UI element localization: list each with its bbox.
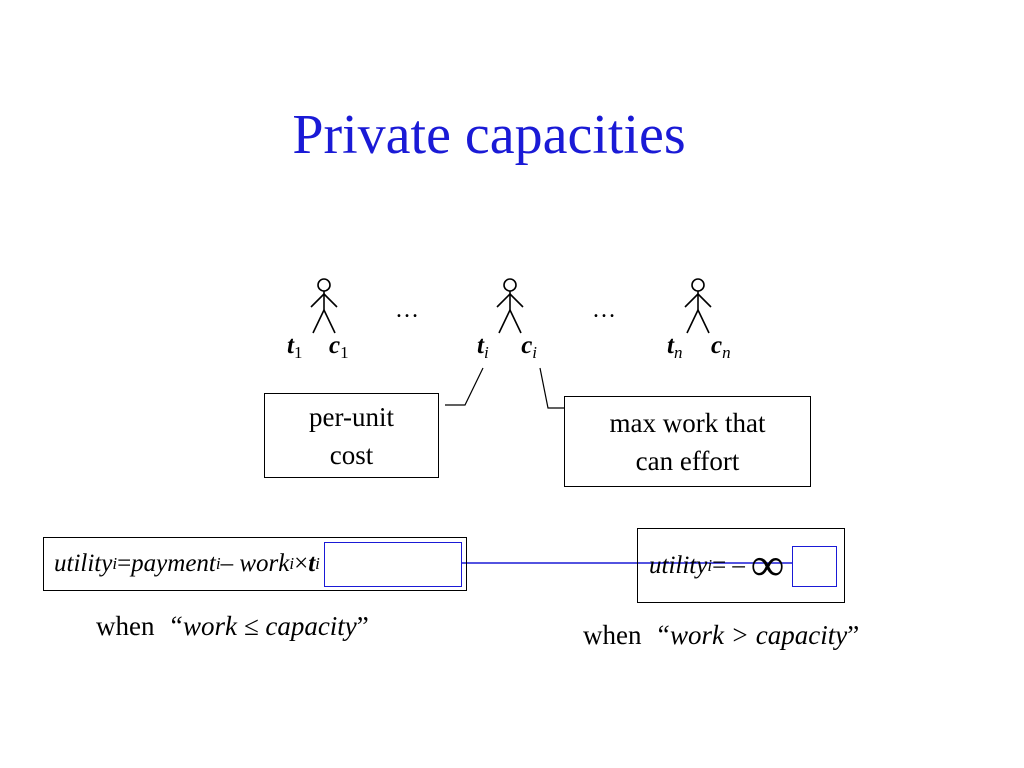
ellipsis-right: … (592, 297, 616, 323)
agent-i-t: t (477, 332, 484, 359)
agent-i-c: c (521, 332, 533, 359)
capacity-callout-line-1: max work that (609, 407, 766, 438)
agent-i-label: ti ci (477, 332, 538, 362)
slide-title: Private capacities (292, 104, 686, 166)
capacity-callout-box: max work that can effort (564, 396, 811, 487)
cost-callout-line-2: cost (329, 439, 374, 470)
agent-n-label: tn cn (667, 332, 731, 362)
infinity-highlight (792, 546, 837, 587)
agent-1-figure (310, 278, 338, 334)
agent-n-c: c (710, 332, 723, 359)
agent-i-figure (496, 278, 524, 334)
cost-callout-line-1: per-unit (309, 401, 394, 432)
cost-callout-line (445, 367, 484, 406)
condition-normal: when “work ≤ capacity” (96, 611, 369, 641)
infinity-symbol: ∞ (751, 538, 784, 590)
capacity-callout-line (539, 367, 565, 409)
ellipsis-left: … (395, 297, 419, 323)
agent-n-figure (684, 278, 712, 334)
work-term-highlight (324, 542, 462, 587)
capacity-callout-line-2: can effort (635, 445, 740, 476)
agent-1-t: t (287, 332, 294, 359)
condition-overcapacity: when “work > capacity” (583, 620, 860, 650)
agent-n-t: t (667, 332, 674, 359)
cost-callout-box: per-unit cost (264, 393, 439, 478)
agent-1-label: t1 c1 (287, 332, 349, 362)
agent-1-c: c (328, 332, 341, 359)
